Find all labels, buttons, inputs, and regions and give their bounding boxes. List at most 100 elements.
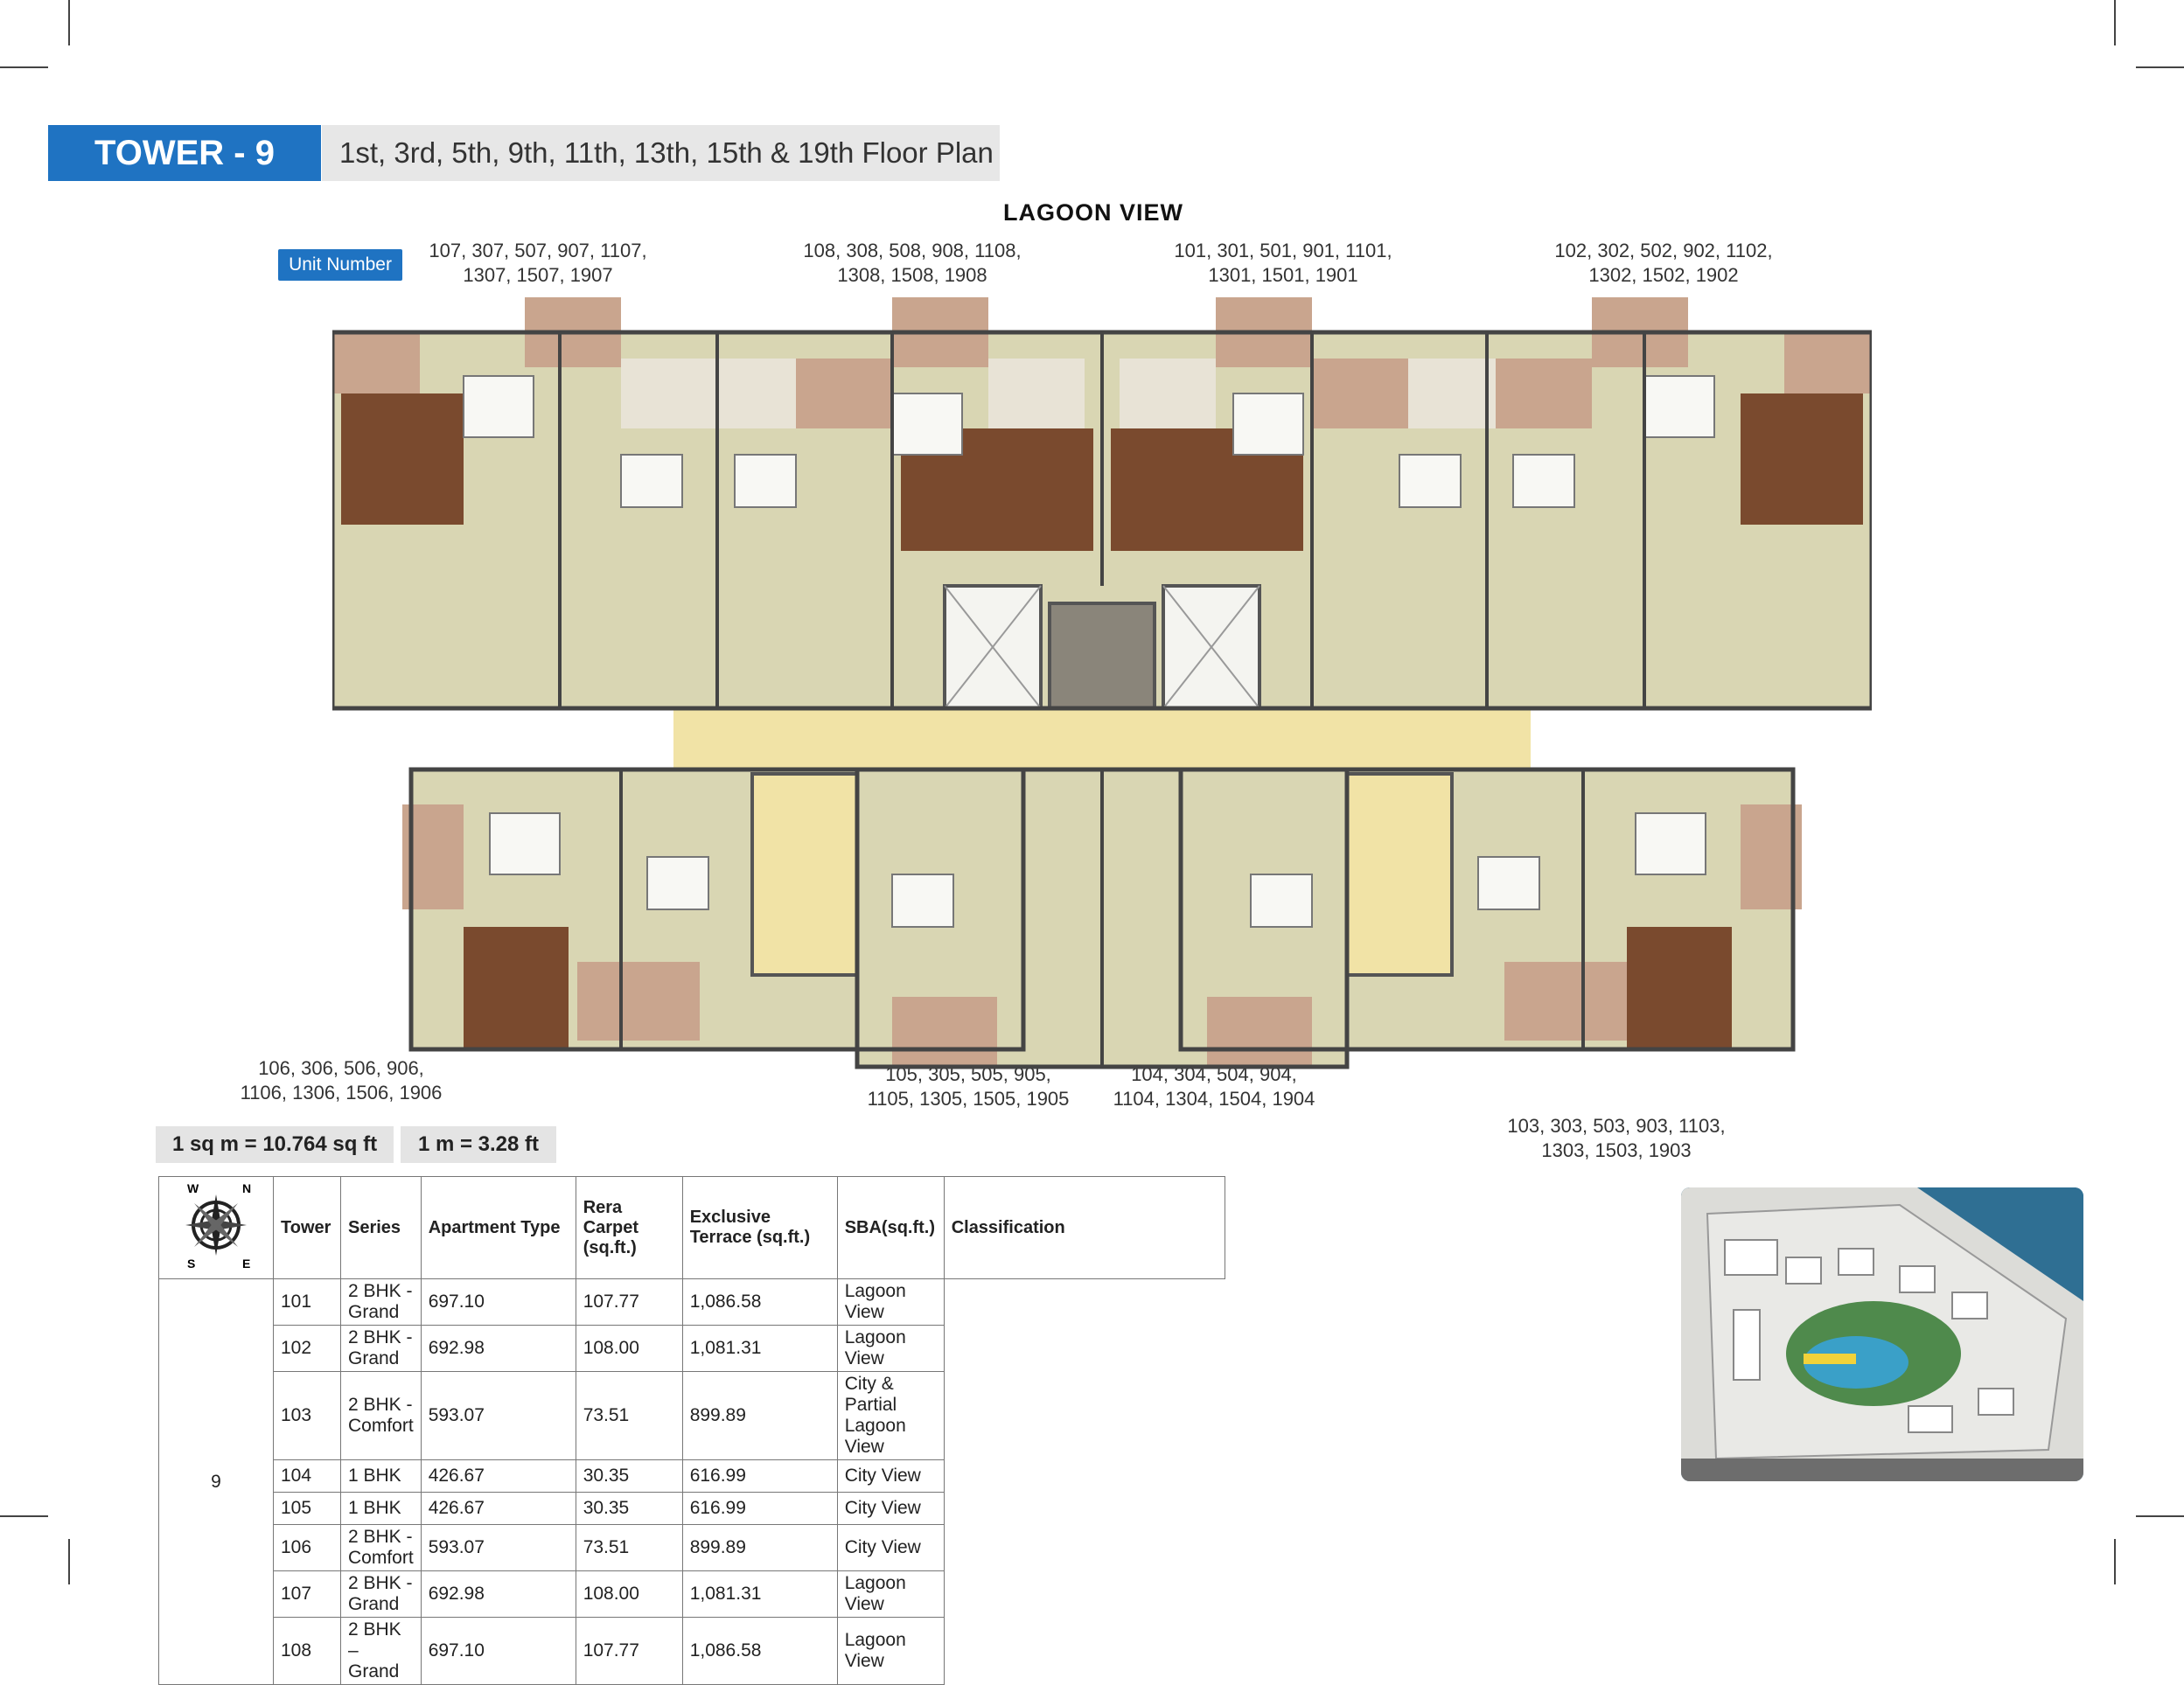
unit-label-line: 1301, 1501, 1901: [1208, 264, 1358, 286]
series-cell: 107: [273, 1570, 341, 1618]
tower-cell: 9: [158, 1278, 274, 1685]
type-cell: 1 BHK: [340, 1459, 422, 1493]
table-row: 103 2 BHK - Comfort 593.07 73.51 899.89 …: [159, 1371, 1225, 1460]
crop-mark: [2136, 66, 2184, 68]
type-cell: 1 BHK: [340, 1492, 422, 1525]
table-row: 105 1 BHK 426.67 30.35 616.99 City View: [159, 1492, 1225, 1525]
terrace-cell: 108.00: [575, 1325, 683, 1372]
lagoon-view-title: LAGOON VIEW: [1003, 199, 1183, 226]
terrace-cell: 107.77: [575, 1617, 683, 1685]
carpet-cell: 697.10: [420, 1278, 576, 1326]
classification-cell: City & Partial Lagoon View: [836, 1371, 945, 1460]
table-row: 9 101 2 BHK - Grand 697.10 107.77 1,086.…: [158, 1278, 1225, 1685]
unit-label: 108, 308, 508, 908, 1108, 1308, 1508, 19…: [785, 239, 1039, 288]
unit-label: 102, 302, 502, 902, 1102, 1302, 1502, 19…: [1537, 239, 1790, 288]
series-cell: 105: [273, 1492, 341, 1525]
unit-label: 101, 301, 501, 901, 1101, 1301, 1501, 19…: [1156, 239, 1410, 288]
compass-e: E: [242, 1257, 250, 1271]
compass-icon: W N S E: [185, 1181, 251, 1271]
carpet-cell: 426.67: [420, 1492, 576, 1525]
column-header: Series: [340, 1176, 422, 1279]
terrace-cell: 30.35: [575, 1492, 683, 1525]
floor-plan-drawing: [332, 297, 1872, 1069]
carpet-cell: 426.67: [420, 1459, 576, 1493]
column-header: Exclusive Terrace (sq.ft.): [681, 1176, 838, 1279]
meter-conversion: 1 m = 3.28 ft: [401, 1126, 556, 1163]
carpet-cell: 593.07: [420, 1371, 576, 1460]
unit-label-line: 1308, 1508, 1908: [837, 264, 987, 286]
unit-label-line: 1303, 1503, 1903: [1541, 1139, 1692, 1161]
crop-mark: [68, 1539, 70, 1584]
unit-number-badge: Unit Number: [278, 249, 402, 281]
compass-cell: W N S E: [158, 1176, 274, 1279]
series-cell: 102: [273, 1325, 341, 1372]
type-cell: 2 BHK - Grand: [340, 1570, 422, 1618]
classification-cell: Lagoon View: [836, 1278, 945, 1326]
table-row: 108 2 BHK – Grand 697.10 107.77 1,086.58…: [159, 1617, 1225, 1685]
classification-cell: City View: [836, 1459, 945, 1493]
type-cell: 2 BHK - Grand: [340, 1278, 422, 1326]
unit-label-line: 1307, 1507, 1907: [463, 264, 613, 286]
crop-mark: [2114, 0, 2116, 45]
sba-cell: 1,081.31: [681, 1325, 838, 1372]
column-header: Classification: [943, 1176, 1226, 1279]
type-cell: 2 BHK - Comfort: [340, 1524, 422, 1571]
unit-label: 103, 303, 503, 903, 1103, 1303, 1503, 19…: [1490, 1114, 1743, 1163]
terrace-cell: 73.51: [575, 1371, 683, 1460]
type-cell: 2 BHK - Comfort: [340, 1371, 422, 1460]
sba-cell: 899.89: [681, 1371, 838, 1460]
unit-label-line: 1104, 1304, 1504, 1904: [1113, 1088, 1315, 1110]
carpet-cell: 692.98: [420, 1325, 576, 1372]
type-cell: 2 BHK - Grand: [340, 1325, 422, 1372]
classification-cell: City View: [836, 1524, 945, 1571]
compass-w: W: [187, 1181, 199, 1195]
table-row: 102 2 BHK - Grand 692.98 108.00 1,081.31…: [159, 1325, 1225, 1372]
unit-label-line: 101, 301, 501, 901, 1101,: [1174, 240, 1392, 261]
column-header: Tower: [273, 1176, 341, 1279]
classification-cell: Lagoon View: [836, 1570, 945, 1618]
column-header: Rera Carpet (sq.ft.): [575, 1176, 683, 1279]
terrace-cell: 108.00: [575, 1570, 683, 1618]
site-plan-thumbnail: [1681, 1187, 2083, 1481]
table-row: 104 1 BHK 426.67 30.35 616.99 City View: [159, 1459, 1225, 1493]
unit-label: 106, 306, 506, 906, 1106, 1306, 1506, 19…: [214, 1056, 468, 1105]
terrace-cell: 107.77: [575, 1278, 683, 1326]
terrace-cell: 30.35: [575, 1459, 683, 1493]
unit-label-line: 103, 303, 503, 903, 1103,: [1507, 1115, 1726, 1137]
sba-cell: 1,086.58: [681, 1278, 838, 1326]
table-header-row: W N S E Tower Series Apartment Type Rera…: [158, 1176, 1226, 1279]
series-cell: 101: [273, 1278, 341, 1326]
carpet-cell: 593.07: [420, 1524, 576, 1571]
table-row: 107 2 BHK - Grand 692.98 108.00 1,081.31…: [159, 1570, 1225, 1618]
unit-label-line: 1302, 1502, 1902: [1588, 264, 1739, 286]
unit-label-line: 107, 307, 507, 907, 1107,: [429, 240, 647, 261]
sba-cell: 616.99: [681, 1459, 838, 1493]
series-cell: 106: [273, 1524, 341, 1571]
series-cell: 104: [273, 1459, 341, 1493]
crop-mark: [2136, 1515, 2184, 1517]
series-cell: 103: [273, 1371, 341, 1460]
floor-plan-subtitle: 1st, 3rd, 5th, 9th, 11th, 13th, 15th & 1…: [322, 125, 1000, 181]
carpet-cell: 692.98: [420, 1570, 576, 1618]
compass-s: S: [187, 1257, 195, 1271]
column-header: Apartment Type: [420, 1176, 576, 1279]
sba-cell: 1,081.31: [681, 1570, 838, 1618]
terrace-cell: 73.51: [575, 1524, 683, 1571]
sqm-conversion: 1 sq m = 10.764 sq ft: [156, 1126, 394, 1163]
classification-cell: City View: [836, 1492, 945, 1525]
apartment-spec-table: W N S E Tower Series Apartment Type Rera…: [158, 1176, 1226, 1685]
carpet-cell: 697.10: [420, 1617, 576, 1685]
series-cell: 108: [273, 1617, 341, 1685]
sba-cell: 899.89: [681, 1524, 838, 1571]
site-plan-drawing: [1681, 1187, 2083, 1481]
unit-label-line: 1106, 1306, 1506, 1906: [240, 1082, 443, 1104]
sba-cell: 1,086.58: [681, 1617, 838, 1685]
classification-cell: Lagoon View: [836, 1617, 945, 1685]
unit-label-line: 102, 302, 502, 902, 1102,: [1554, 240, 1773, 261]
unit-label-line: 108, 308, 508, 908, 1108,: [803, 240, 1022, 261]
unit-label-line: 106, 306, 506, 906,: [258, 1057, 424, 1079]
crop-mark: [0, 1515, 48, 1517]
table-row: 106 2 BHK - Comfort 593.07 73.51 899.89 …: [159, 1524, 1225, 1571]
column-header: SBA(sq.ft.): [836, 1176, 945, 1279]
crop-mark: [2114, 1539, 2116, 1584]
